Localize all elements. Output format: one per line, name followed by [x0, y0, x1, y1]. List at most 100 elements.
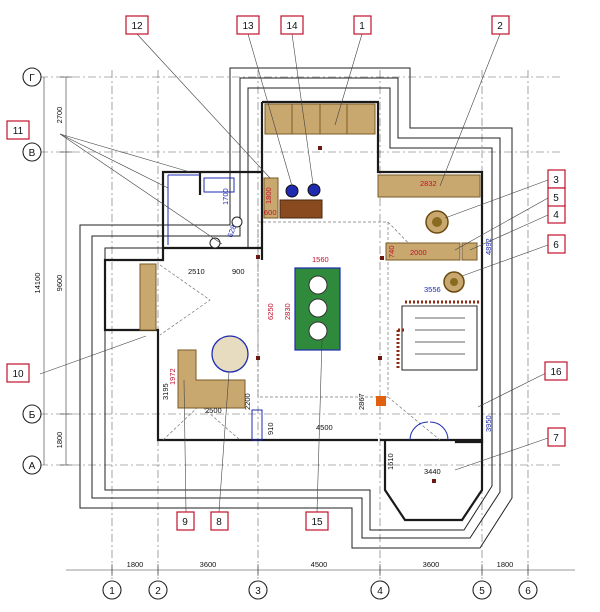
dim-2830: 2830 [283, 303, 292, 320]
dim-2832: 2832 [420, 179, 437, 188]
round-table-8 [211, 335, 249, 373]
hatched-area [257, 221, 389, 398]
bench-2000 [385, 242, 461, 261]
chair-13 [285, 184, 299, 198]
bottom-dim-2: 3600 [200, 560, 217, 569]
stove [376, 396, 386, 406]
chair-6-seat [450, 278, 458, 286]
dim-600: 600 [264, 208, 277, 217]
dim-1800: 1800 [264, 187, 273, 204]
dim-3950: 3950 [484, 415, 493, 432]
plate-3 [308, 321, 328, 341]
row-axis-bubbles: Г В Б А [22, 67, 42, 475]
shelf-1800 [263, 177, 279, 219]
axis-row-b: Б [29, 410, 36, 421]
svg-text:2: 2 [497, 21, 503, 32]
callout-14: 14 [280, 15, 304, 35]
callout-13: 13 [236, 15, 260, 35]
bottom-dim-3: 4500 [311, 560, 328, 569]
bottom-dimensions: 1800 3600 4500 3600 1800 [66, 560, 575, 576]
callouts: 1 2 3 4 5 6 7 8 9 10 11 12 13 14 15 16 [6, 15, 568, 531]
callout-2: 2 [491, 15, 510, 35]
dim-6250: 6250 [266, 303, 275, 320]
axis-row-v: В [29, 148, 36, 159]
svg-text:6: 6 [553, 240, 559, 251]
dim-910: 910 [266, 422, 275, 435]
svg-text:4: 4 [553, 210, 559, 221]
dim-900: 900 [232, 267, 245, 276]
axis-col-3: 3 [255, 586, 261, 597]
dim-2000: 2000 [410, 248, 427, 257]
svg-text:7: 7 [553, 433, 559, 444]
dim-2867: 2867 [357, 393, 366, 410]
leader-lines [39, 33, 549, 513]
desk-600 [279, 199, 323, 219]
callout-15: 15 [305, 511, 329, 531]
axis-col-6: 6 [525, 586, 531, 597]
cabinet-2 [377, 174, 481, 198]
callout-7: 7 [547, 427, 566, 447]
callout-3: 3 [547, 169, 566, 189]
axis-col-1: 1 [109, 586, 115, 597]
svg-text:1: 1 [359, 21, 365, 32]
svg-text:10: 10 [12, 369, 24, 380]
dim-740: 740 [387, 245, 396, 258]
left-dim-total: 14100 [33, 273, 42, 294]
svg-text:12: 12 [131, 21, 143, 32]
left-dim-1: 2700 [55, 107, 64, 124]
left-dim-3: 1800 [55, 432, 64, 449]
dim-2500: 2500 [205, 406, 222, 415]
dim-1972: 1972 [168, 368, 177, 385]
svg-text:14: 14 [286, 21, 298, 32]
svg-text:15: 15 [311, 517, 323, 528]
left-dimensions: 2700 9600 1800 14100 [33, 76, 72, 466]
bath [203, 177, 235, 193]
dashed-diagonal-bottom [162, 404, 241, 441]
bottom-dim-1: 1800 [127, 560, 144, 569]
axis-row-a: А [29, 461, 36, 472]
sofa-9 [177, 349, 246, 409]
plate-2 [308, 298, 328, 318]
dim-4892: 4892 [484, 238, 493, 255]
sink [231, 216, 243, 228]
dim-3195: 3195 [161, 383, 170, 400]
svg-text:9: 9 [182, 517, 188, 528]
svg-text:8: 8 [216, 517, 222, 528]
svg-text:11: 11 [13, 126, 24, 137]
callout-4: 4 [547, 204, 566, 224]
walls [103, 100, 484, 522]
chair-14 [307, 183, 321, 197]
dim-2510: 2510 [188, 267, 205, 276]
dim-628: 628 [225, 224, 238, 239]
room-dimensions: 2832 1800 600 1700 628 2510 900 1560 625… [161, 179, 493, 476]
bottom-dim-5: 1800 [497, 560, 514, 569]
staircase [401, 305, 478, 371]
svg-text:13: 13 [242, 21, 254, 32]
dim-1700: 1700 [221, 188, 230, 205]
plate-1 [308, 275, 328, 295]
bottom-dim-4: 3600 [423, 560, 440, 569]
callout-1: 1 [353, 15, 372, 35]
axis-col-4: 4 [377, 586, 383, 597]
svg-text:5: 5 [553, 193, 559, 204]
shelf-10 [139, 263, 157, 331]
callout-12: 12 [125, 15, 149, 35]
callout-5: 5 [547, 187, 566, 207]
dim-1610: 1610 [386, 453, 395, 470]
callout-10: 10 [6, 363, 30, 383]
callout-9: 9 [176, 511, 195, 531]
chair-3-seat [432, 217, 442, 227]
callout-6: 6 [547, 234, 566, 254]
svg-text:3: 3 [553, 175, 559, 186]
dim-4500: 4500 [316, 423, 333, 432]
outer-contours [79, 67, 513, 549]
furniture [139, 103, 481, 483]
callout-11: 11 [6, 120, 30, 140]
axis-row-g: Г [29, 73, 35, 84]
callout-8: 8 [210, 511, 229, 531]
axis-col-2: 2 [155, 586, 161, 597]
left-dim-2: 9600 [55, 275, 64, 292]
column-axis-bubbles: 1 2 3 4 5 6 [102, 580, 538, 600]
dim-3556: 3556 [424, 285, 441, 294]
